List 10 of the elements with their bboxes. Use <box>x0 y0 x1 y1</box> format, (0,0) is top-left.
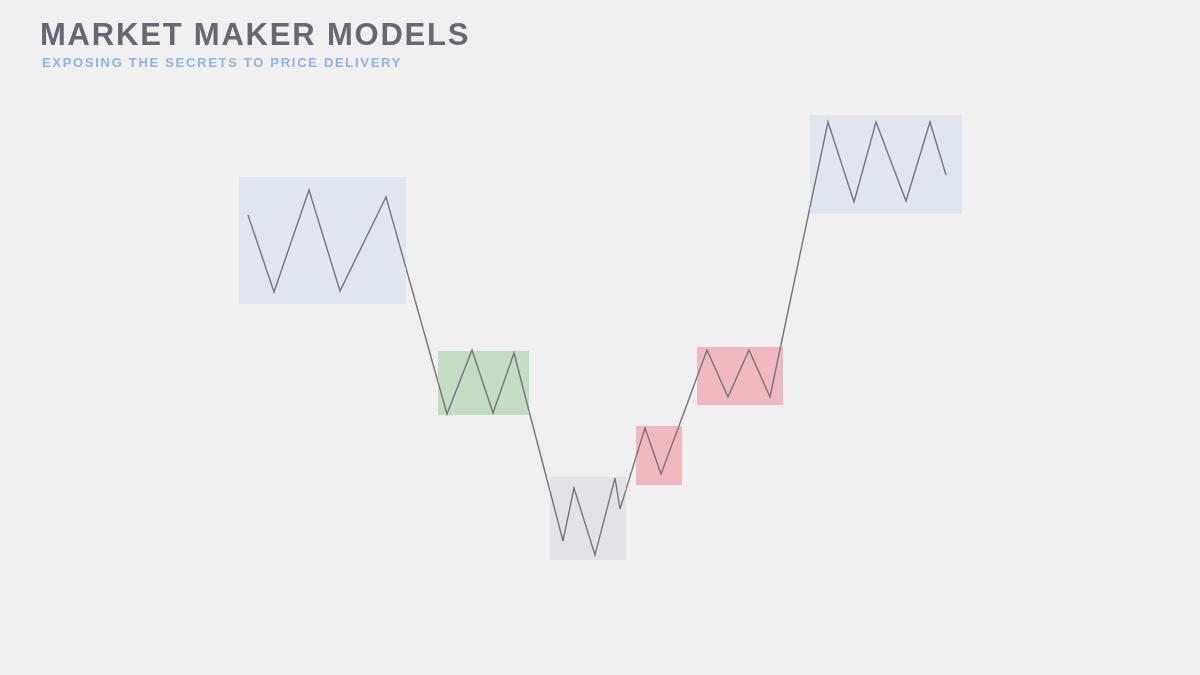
range-box <box>438 351 529 415</box>
range-box <box>550 477 626 560</box>
range-box <box>810 115 962 214</box>
connector-line <box>678 376 698 427</box>
subtitle: EXPOSING THE SECRETS TO PRICE DELIVERY <box>42 55 403 70</box>
range-box <box>239 177 406 304</box>
range-box <box>697 347 783 405</box>
range-box <box>636 426 682 485</box>
connector-line <box>779 206 811 348</box>
title: MARKET MAKER MODELS <box>40 18 471 52</box>
